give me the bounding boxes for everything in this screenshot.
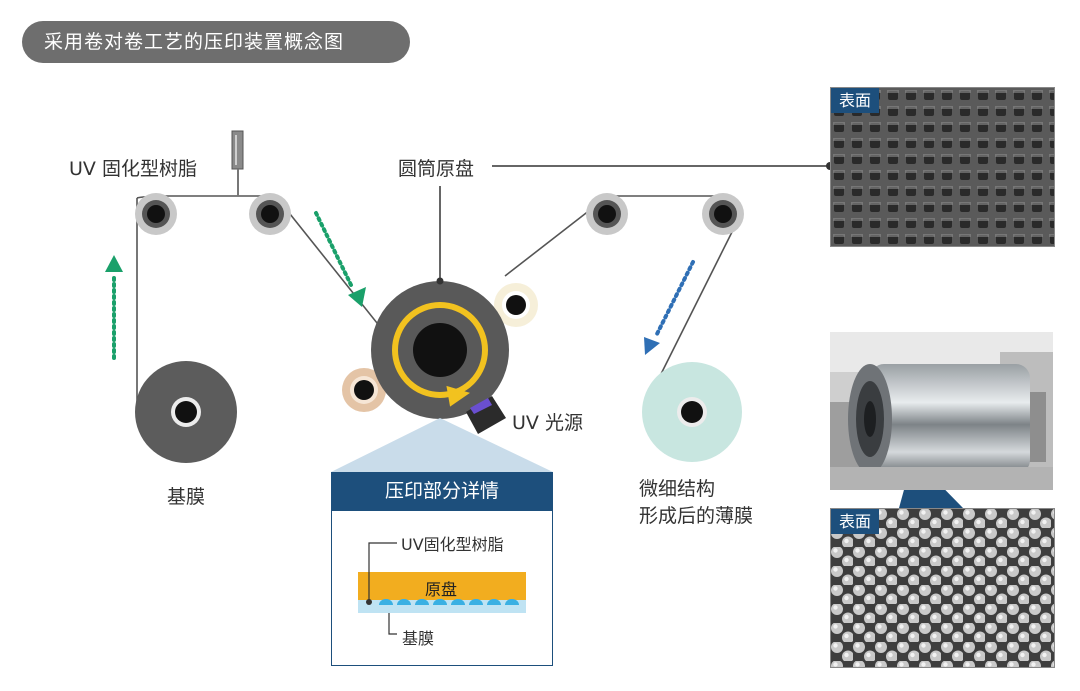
nip-roller-lower xyxy=(342,368,386,412)
base-film-roll xyxy=(135,361,237,463)
label-result-line1: 微细结构 xyxy=(639,478,716,500)
detail-film-layer xyxy=(358,605,526,613)
photo-master-surface: 表面 xyxy=(830,87,1055,247)
photo-film-surface-tag: 表面 xyxy=(831,509,880,534)
detail-master-layer xyxy=(358,572,526,600)
guide-roller-left xyxy=(135,193,177,235)
photo-film-surface: 表面 xyxy=(830,508,1055,668)
detail-film-label: 基膜 xyxy=(402,629,435,648)
photo-master-surface-tag: 表面 xyxy=(831,88,880,113)
guide-roller-mid xyxy=(249,193,291,235)
detail-drawing xyxy=(358,542,526,635)
label-uv-source: UV 光源 xyxy=(512,412,583,434)
resin-nozzle xyxy=(231,130,244,196)
master-photo-connector xyxy=(492,162,834,170)
cylinder-master xyxy=(371,186,509,419)
label-base-film: 基膜 xyxy=(167,486,206,508)
arrow-feed xyxy=(314,211,366,307)
output-film-roll xyxy=(642,362,742,462)
uv-light-source xyxy=(466,396,506,434)
guide-roller-right2 xyxy=(702,193,744,235)
photo-film-roll xyxy=(830,332,1053,490)
label-uv-resin: UV 固化型树脂 xyxy=(69,158,197,180)
detail-callout-cone xyxy=(331,418,553,472)
nip-roller-upper xyxy=(494,283,538,327)
guide-roller-right1 xyxy=(586,193,628,235)
detail-heading: 压印部分详情 xyxy=(331,472,553,510)
detail-resin-label: UV固化型树脂 xyxy=(401,535,504,554)
arrow-output xyxy=(644,260,695,355)
label-result-film: 微细结构 形成后的薄膜 xyxy=(639,476,753,530)
label-result-line2: 形成后的薄膜 xyxy=(639,505,754,527)
label-cylinder-master: 圆筒原盘 xyxy=(398,158,475,180)
diagram-title: 采用卷对卷工艺的压印装置概念图 xyxy=(22,21,410,63)
arrow-upward xyxy=(105,255,123,360)
detail-master-label: 原盘 xyxy=(425,580,458,599)
